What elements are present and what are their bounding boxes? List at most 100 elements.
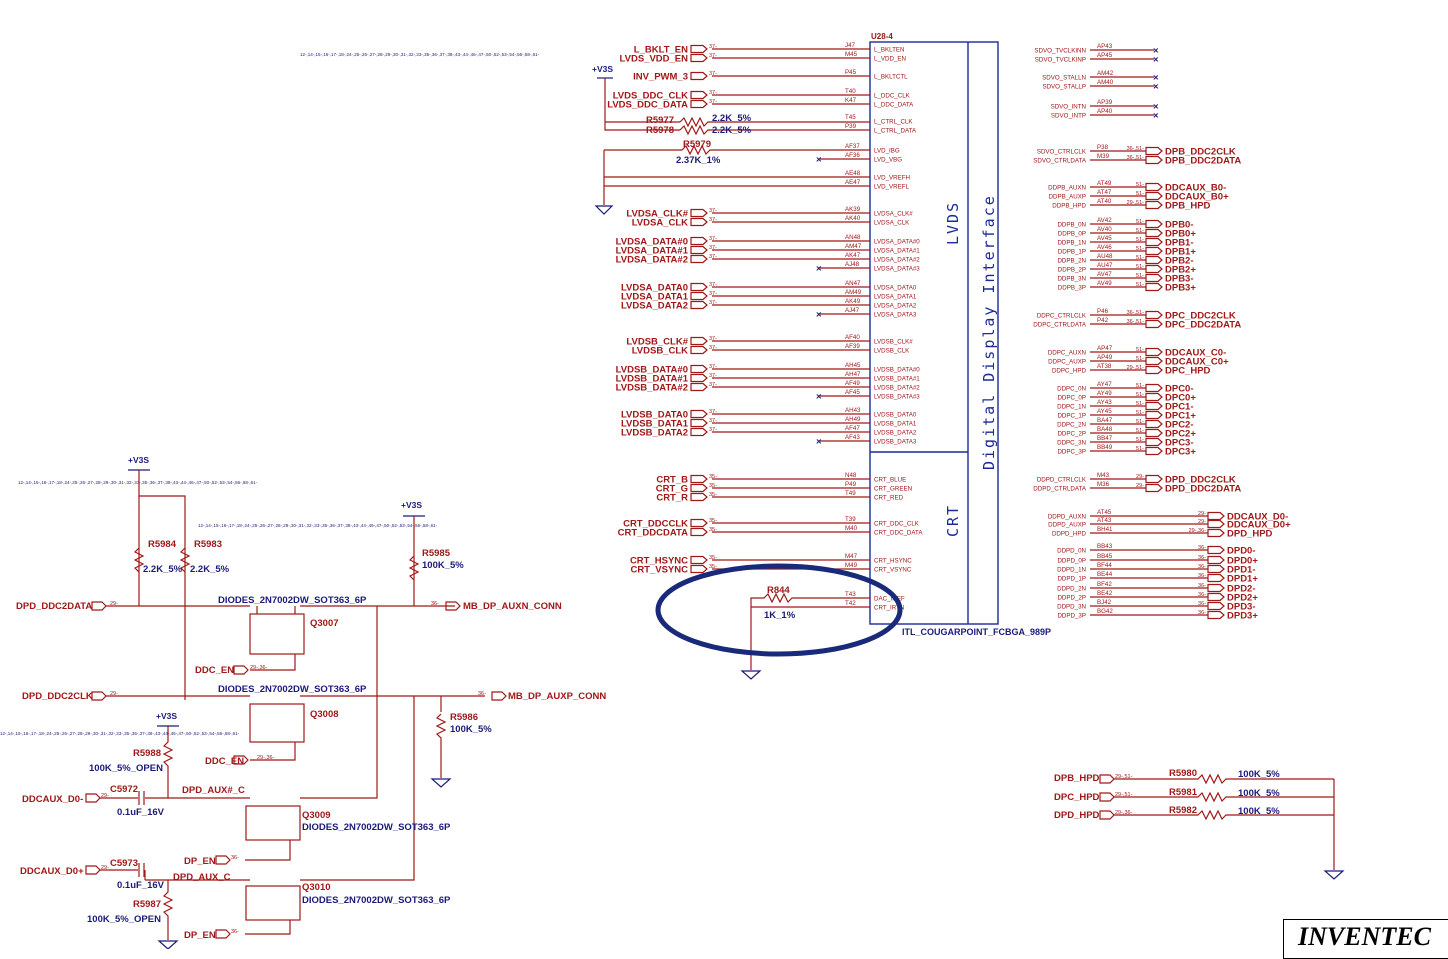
pin-name: DDPC_2P bbox=[1057, 431, 1086, 438]
pin-name: CRT_GREEN bbox=[874, 486, 912, 493]
port-icon bbox=[1145, 191, 1163, 201]
pin-ball: AV45 bbox=[1097, 235, 1112, 242]
pin-net: DPD_DDC2DATA bbox=[1165, 484, 1241, 495]
net-ddc-en: DDC_EN bbox=[195, 665, 234, 676]
port-icon bbox=[1145, 228, 1163, 238]
pin-net: CRT_DDCCLK bbox=[623, 519, 688, 530]
pin-xref: 51- bbox=[1136, 246, 1144, 252]
pin-net: LVDSA_CLK# bbox=[626, 209, 688, 220]
r5981-ref: R5981 bbox=[1169, 787, 1198, 798]
pin-name: DDPD_CTRLDATA bbox=[1033, 486, 1087, 493]
r5986-ref: R5986 bbox=[450, 712, 478, 723]
port-icon bbox=[491, 691, 507, 701]
xref-29: 29- bbox=[101, 793, 109, 799]
q3007-ref: Q3007 bbox=[310, 618, 339, 629]
port-icon bbox=[1207, 610, 1225, 620]
pin-net: LVDSA_DATA#0 bbox=[616, 237, 688, 248]
port-icon bbox=[1145, 255, 1163, 265]
r5981-value: 100K_5% bbox=[1238, 788, 1280, 799]
pin-ball: T43 bbox=[845, 591, 856, 598]
xref-36: 36- bbox=[431, 601, 439, 607]
port-icon bbox=[690, 382, 708, 392]
pin-net: DDCAUX_B0+ bbox=[1165, 192, 1229, 203]
q3007-body bbox=[249, 613, 305, 655]
port-icon bbox=[690, 245, 708, 255]
r5979-value: 2.37K_1% bbox=[676, 155, 721, 166]
pin-ball: AF36 bbox=[845, 152, 860, 159]
pin-xref: 36-,51- bbox=[1127, 155, 1145, 161]
xref-36: 36- bbox=[478, 691, 486, 697]
pin-ball: M47 bbox=[845, 553, 858, 560]
pin-name: SDVO_TVCLKINN bbox=[1034, 48, 1086, 55]
pin-net: DPC_DDC2CLK bbox=[1165, 311, 1236, 322]
port-icon bbox=[690, 427, 708, 437]
pin-xref: 51- bbox=[1136, 401, 1144, 407]
pin-name: LVDSB_DATA#1 bbox=[874, 376, 920, 383]
net-dpc-hpd: DPC_HPD bbox=[1054, 792, 1100, 803]
pin-ball: AH45 bbox=[845, 362, 861, 369]
port-icon bbox=[690, 208, 708, 218]
r844-ref: R844 bbox=[767, 585, 790, 596]
pin-xref: 37- bbox=[709, 236, 717, 242]
pin-ball: P49 bbox=[845, 481, 857, 488]
section-lvds: LVDS bbox=[944, 201, 962, 245]
pin-xref: 51- bbox=[1136, 273, 1144, 279]
pin-ball: AK49 bbox=[845, 298, 861, 305]
power-label-v3s-b: +V3S bbox=[401, 500, 422, 510]
pin-ball: AE48 bbox=[845, 170, 861, 177]
pin-ball: BB45 bbox=[1097, 553, 1113, 560]
pin-xref: 35- bbox=[709, 564, 717, 570]
right-pin-group: SDVO_TVCLKINNAP43×SDVO_TVCLKINPAP45×SDVO… bbox=[1033, 43, 1291, 622]
net-dpd-aux-c: DPD_AUX_C bbox=[173, 872, 231, 883]
pin-ball: AF43 bbox=[845, 434, 860, 441]
pin-ball: AU47 bbox=[1097, 262, 1113, 269]
port-icon bbox=[1099, 810, 1115, 820]
port-icon bbox=[690, 291, 708, 301]
r5981-symbol bbox=[1114, 791, 1334, 803]
net-mb-dp-auxn: MB_DP_AUXN_CONN bbox=[463, 601, 562, 612]
port-icon bbox=[1145, 483, 1163, 493]
pin-xref: 51- bbox=[1136, 410, 1144, 416]
pin-name: L_CTRL_CLK bbox=[874, 119, 913, 126]
pin-xref: 37- bbox=[709, 71, 717, 77]
net-dp-en: DP_EN bbox=[184, 856, 216, 867]
pin-net: LVDS_DDC_CLK bbox=[613, 91, 688, 102]
auxp-feed bbox=[300, 696, 415, 881]
port-icon bbox=[233, 665, 249, 675]
pin-name: LVD_IBG bbox=[874, 148, 900, 155]
pin-ball: AT49 bbox=[1097, 180, 1112, 187]
xref-29-36: 29-,36- bbox=[1115, 810, 1133, 816]
pin-xref: 51- bbox=[1136, 347, 1144, 353]
pin-net: DPC3+ bbox=[1165, 447, 1196, 458]
brand-logo: INVENTEC bbox=[1283, 919, 1448, 959]
port-icon bbox=[1207, 601, 1225, 611]
pin-ball: T45 bbox=[845, 114, 856, 121]
pin-xref: 29-,51- bbox=[1127, 200, 1145, 206]
q-wire bbox=[250, 654, 296, 671]
pin-net: DPD3+ bbox=[1227, 611, 1258, 622]
pin-xref: 51- bbox=[1136, 228, 1144, 234]
pin-name: L_CTRL_DATA bbox=[874, 128, 917, 135]
port-icon bbox=[233, 755, 249, 765]
pin-net: LVDSB_DATA#2 bbox=[616, 383, 688, 394]
net-dpb-hpd: DPB_HPD bbox=[1054, 773, 1100, 784]
port-icon bbox=[1145, 155, 1163, 165]
pin-net: DPC2- bbox=[1165, 420, 1194, 431]
port-icon bbox=[1145, 146, 1163, 156]
port-icon bbox=[690, 53, 708, 63]
pin-name: LVDSA_DATA2 bbox=[874, 303, 917, 310]
